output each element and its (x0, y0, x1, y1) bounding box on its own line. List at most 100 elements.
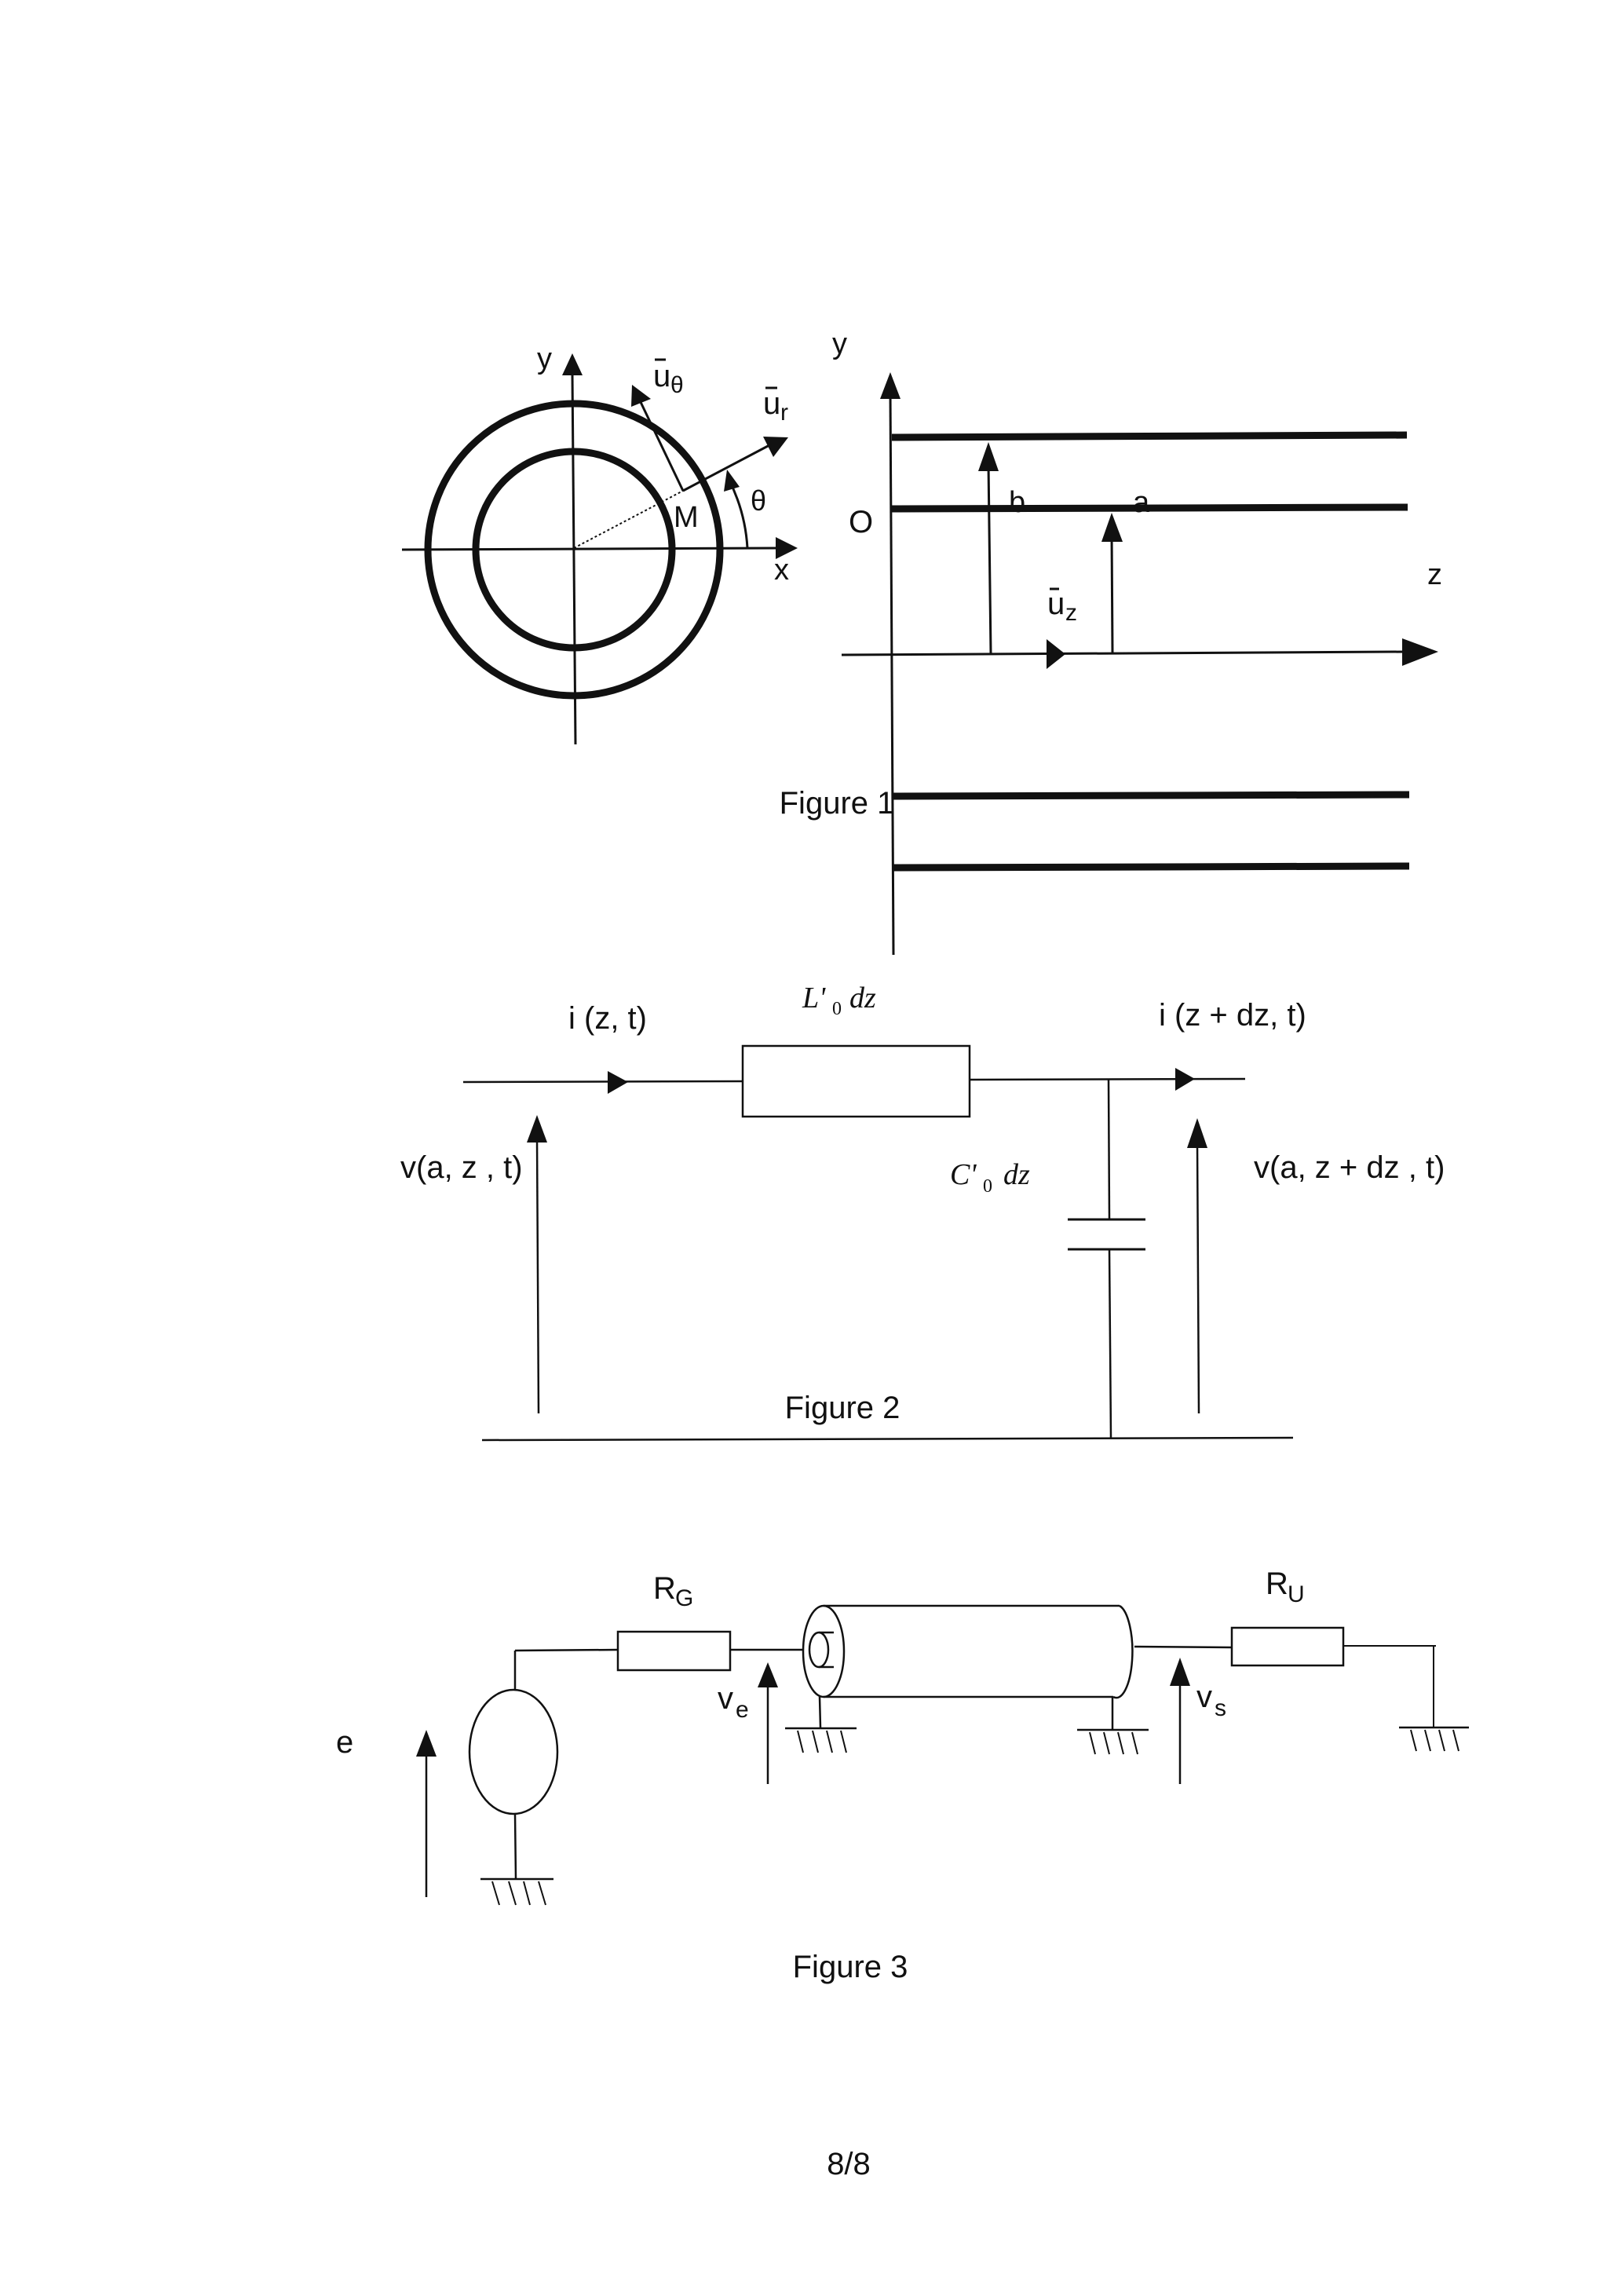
svg-text:θ: θ (670, 372, 684, 398)
svg-text:dz: dz (1003, 1158, 1030, 1191)
figure3-caption: Figure 3 (793, 1950, 908, 1984)
source-bottom-wire (513, 1813, 517, 1880)
output-wire (969, 1077, 1246, 1081)
current-out-label: i (z + dz, t) (1159, 998, 1306, 1033)
radius-b-arrowhead (978, 442, 999, 471)
rg-label: R G (653, 1571, 693, 1611)
svg-text:s: s (1215, 1695, 1226, 1721)
svg-text:v: v (718, 1681, 733, 1716)
x-axis-arrowhead (776, 537, 798, 559)
y-axis (889, 392, 895, 956)
unit-r-label: u r (763, 386, 788, 426)
svg-text:0: 0 (832, 999, 842, 1019)
figure2-circuit: i (z, t) i (z + dz, t) v(a, z , t) v(a, … (400, 982, 1445, 1442)
svg-text:dz: dz (849, 982, 876, 1015)
ve-arrowhead (758, 1662, 778, 1687)
y-axis-label: y (832, 327, 847, 360)
svg-text:L': L' (802, 982, 826, 1015)
svg-text:R: R (653, 1571, 676, 1606)
input-wire (462, 1080, 743, 1084)
coaxial-cable-icon (802, 1604, 1134, 1699)
page-number: 8/8 (827, 2147, 871, 2181)
capacitor-lead-bottom (1108, 1249, 1112, 1439)
radius-b-arrow (987, 462, 992, 654)
angle-theta-arc (728, 480, 749, 549)
svg-text:G: G (675, 1585, 693, 1611)
voltage-out-label: v(a, z + dz , t) (1254, 1150, 1445, 1185)
svg-text:U: U (1288, 1581, 1305, 1607)
figure1-cross-section: y x M θ u θ u r (401, 342, 798, 745)
current-in-arrowhead (608, 1071, 628, 1094)
emf-label: e (336, 1725, 353, 1760)
z-axis (841, 650, 1406, 656)
point-m-label: M (674, 501, 699, 534)
ru-label: R U (1266, 1567, 1305, 1607)
ve-label: v e (718, 1681, 749, 1723)
ground-wire (481, 1436, 1294, 1442)
outer-conductor-circle (424, 400, 724, 700)
unit-z-label: u z (1047, 587, 1077, 626)
load-resistor (1230, 1626, 1345, 1667)
figure1-longitudinal: y z O b a u z (832, 327, 1442, 956)
angle-theta-label: θ (751, 484, 766, 517)
capacitor-label: C' 0 dz (950, 1158, 1030, 1197)
voltage-in-arrow (535, 1136, 540, 1414)
ground-icon (1077, 1728, 1149, 1755)
inner-conductor-top (891, 503, 1408, 513)
y-axis-label: y (537, 342, 552, 375)
svg-text:r: r (780, 400, 788, 426)
svg-text:C': C' (950, 1158, 977, 1191)
voltage-out-arrowhead (1187, 1118, 1207, 1148)
radius-dotted-line (573, 490, 684, 549)
y-axis (571, 373, 577, 745)
figure1-caption: Figure 1 (780, 786, 895, 821)
voltage-out-arrow (1196, 1143, 1200, 1414)
unit-theta-vector (638, 400, 685, 492)
y-axis-arrowhead (562, 353, 583, 375)
unit-r-vector (682, 444, 770, 492)
outer-conductor-bottom (893, 862, 1410, 872)
ground-icon (785, 1727, 857, 1753)
radius-a-arrowhead (1101, 513, 1123, 542)
unit-theta-arrowhead (631, 385, 651, 407)
current-out-arrowhead (1175, 1068, 1195, 1091)
origin-label: O (849, 505, 873, 539)
voltage-source (468, 1688, 559, 1815)
source-to-rg-wire (514, 1648, 619, 1652)
angle-theta-arrowhead (724, 470, 740, 492)
unit-z-arrowhead (1047, 639, 1065, 669)
svg-text:v: v (1196, 1680, 1212, 1714)
inner-conductor-bottom (893, 791, 1410, 800)
voltage-in-label: v(a, z , t) (400, 1150, 523, 1185)
svg-text:z: z (1065, 600, 1077, 626)
svg-text:u: u (763, 386, 780, 421)
unit-theta-label: u θ (653, 358, 684, 398)
figure3-circuit: e R G v e R U v s (336, 1567, 1469, 1906)
ground-icon (1399, 1726, 1469, 1752)
emf-arrowhead (416, 1730, 437, 1757)
svg-text:e: e (736, 1697, 749, 1723)
inner-conductor-circle (472, 448, 676, 652)
radius-a-label: a (1133, 486, 1150, 519)
svg-text:R: R (1266, 1567, 1288, 1601)
z-axis-label: z (1427, 558, 1442, 591)
radius-b-label: b (1009, 486, 1025, 519)
x-axis (401, 547, 778, 551)
svg-text:u: u (653, 359, 670, 393)
ground-icon (480, 1877, 553, 1906)
generator-resistor (616, 1630, 732, 1672)
figure2-caption: Figure 2 (785, 1391, 901, 1425)
current-in-label: i (z, t) (568, 1001, 647, 1036)
outer-conductor-top (891, 431, 1408, 441)
svg-text:u: u (1047, 587, 1065, 621)
y-axis-arrowhead (880, 372, 901, 399)
z-axis-arrowhead (1402, 638, 1438, 666)
vs-arrowhead (1170, 1658, 1190, 1686)
x-axis-label: x (774, 554, 789, 587)
inductor-label: L' 0 dz (802, 982, 876, 1019)
unit-r-arrowhead (763, 437, 788, 457)
voltage-in-arrowhead (527, 1115, 547, 1143)
svg-text:0: 0 (983, 1176, 992, 1197)
inductor-box (741, 1044, 971, 1118)
